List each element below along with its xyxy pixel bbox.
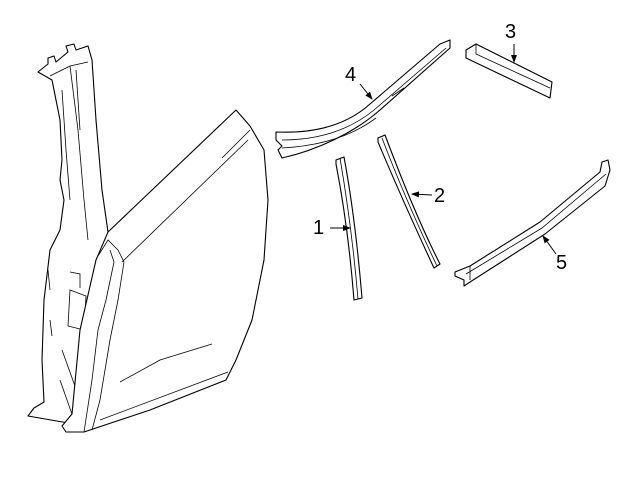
callout-label-1: 1 xyxy=(313,217,325,239)
door-panel xyxy=(61,109,269,433)
callout-arrow-4 xyxy=(359,83,373,100)
callout-label-2: 2 xyxy=(434,185,446,207)
callout-label-5: 5 xyxy=(556,252,568,274)
callout-label-4: 4 xyxy=(345,64,357,86)
callout-arrow-5 xyxy=(542,235,557,255)
callout-label-3: 3 xyxy=(505,21,517,43)
part-3-molding xyxy=(465,43,553,99)
callout-arrow-2 xyxy=(411,191,433,198)
part-2-molding xyxy=(377,134,441,269)
part-4-molding xyxy=(275,39,451,159)
part-5-molding xyxy=(454,159,611,287)
